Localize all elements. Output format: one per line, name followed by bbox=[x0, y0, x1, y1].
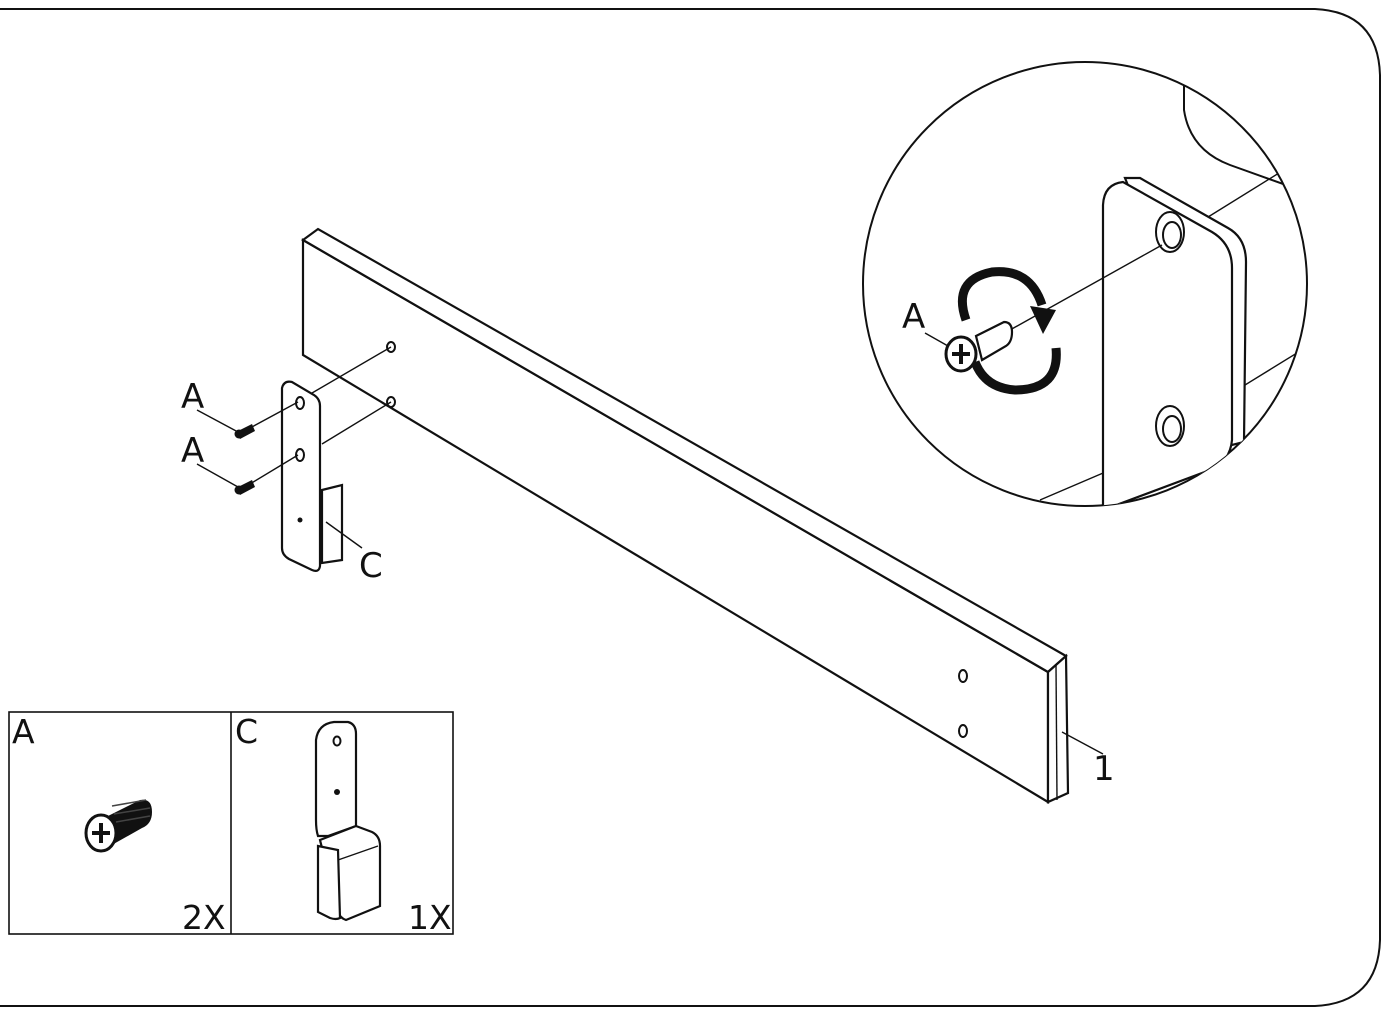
callout-a-lower: A bbox=[181, 431, 204, 471]
callout-c: C bbox=[359, 546, 383, 586]
page-frame bbox=[0, 8, 1381, 1007]
part-c-quantity: 1X bbox=[408, 898, 452, 937]
parts-list: A 2X C 1X bbox=[8, 711, 454, 937]
part-c-letter: C bbox=[235, 712, 258, 751]
callout-board: 1 bbox=[1093, 749, 1115, 789]
detail-screw bbox=[944, 320, 1014, 373]
callout-a-upper: A bbox=[181, 377, 204, 417]
clockwise-arrow-icon bbox=[957, 267, 1061, 395]
bracket-part bbox=[280, 380, 344, 572]
part-a-letter: A bbox=[12, 712, 35, 751]
board-panel bbox=[300, 227, 1070, 804]
detail-callout-a: A bbox=[902, 297, 925, 337]
screw-a-lower bbox=[234, 454, 299, 495]
bracket-icon bbox=[314, 720, 382, 922]
detail-magnifier: A bbox=[862, 61, 1308, 507]
part-a-quantity: 2X bbox=[182, 898, 226, 937]
screw-icon bbox=[84, 799, 152, 853]
